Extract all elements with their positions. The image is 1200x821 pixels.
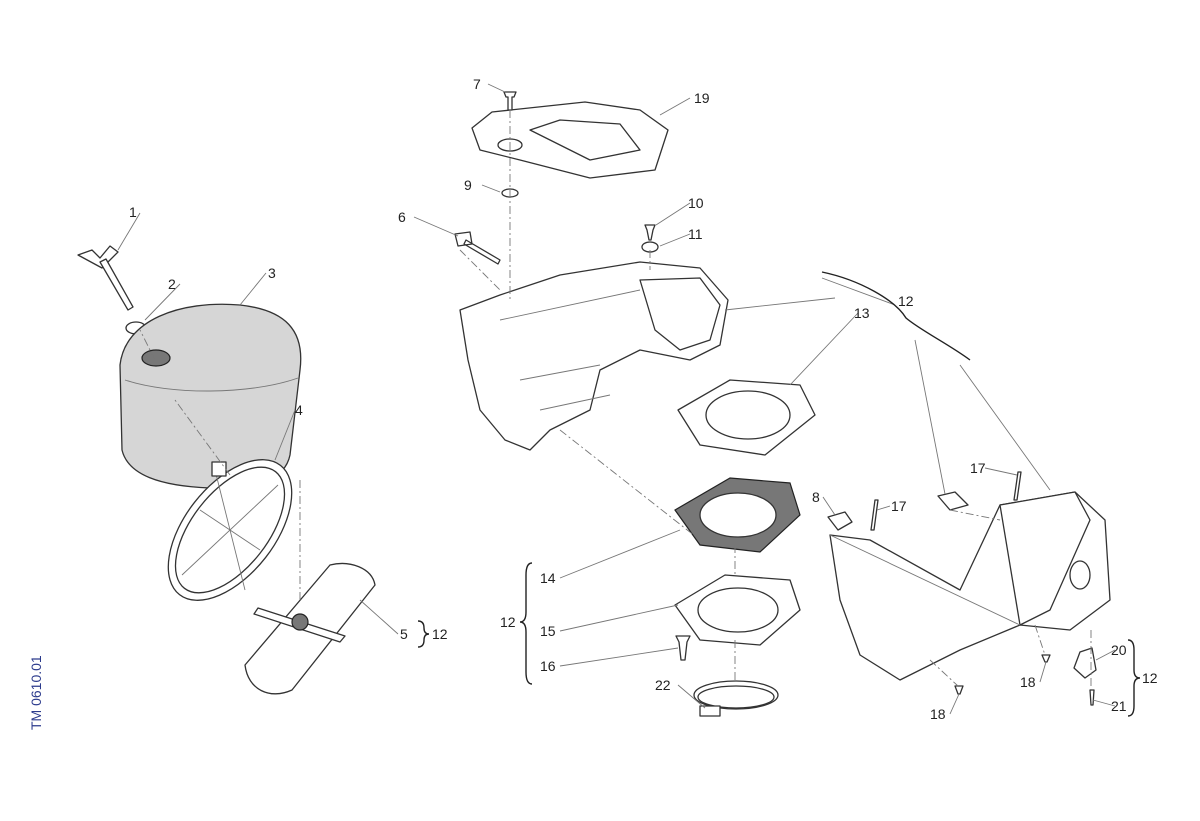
screw-part-21 xyxy=(1089,689,1095,706)
callout-5: 5 xyxy=(400,626,408,642)
callout-8: 8 xyxy=(812,489,820,505)
pin-part-17a xyxy=(870,499,879,531)
callout-12-top: 12 xyxy=(898,293,914,309)
callout-11: 11 xyxy=(688,226,703,242)
clip-part-8 xyxy=(827,511,853,531)
drawing-code: TM 0610.01 xyxy=(28,655,44,730)
callout-20: 20 xyxy=(1111,642,1127,658)
assembly-line xyxy=(139,110,1092,690)
sensor-bracket-part-20 xyxy=(1073,647,1097,679)
screw-part-18a xyxy=(1041,654,1051,663)
adapter-part-14 xyxy=(674,477,801,553)
callout-4: 4 xyxy=(295,402,303,418)
bracket-right xyxy=(1127,639,1141,717)
callout-2: 2 xyxy=(168,276,176,292)
callout-labels: 1 2 3 4 5 12 6 7 9 19 10 11 12 13 14 15 … xyxy=(129,76,1158,722)
filter-base-part xyxy=(244,562,376,695)
seal-part xyxy=(937,491,969,511)
air-filter-element-part xyxy=(119,303,302,489)
callout-10: 10 xyxy=(688,195,704,211)
callout-13: 13 xyxy=(854,305,870,321)
callout-18-right: 18 xyxy=(1020,674,1036,690)
wing-bolt-part xyxy=(77,245,134,311)
bracket-top xyxy=(821,271,971,361)
callout-1: 1 xyxy=(129,204,137,220)
callout-9: 9 xyxy=(464,177,472,193)
callout-14: 14 xyxy=(540,570,556,586)
hose-clamp-part xyxy=(693,680,779,717)
callout-3: 3 xyxy=(268,265,276,281)
bracket-left xyxy=(519,562,533,685)
screw-part xyxy=(503,91,517,111)
callout-18-bottom: 18 xyxy=(930,706,946,722)
lower-housing-part xyxy=(829,491,1111,681)
screw-part-18b xyxy=(954,685,964,695)
callout-22: 22 xyxy=(655,677,671,693)
callout-7: 7 xyxy=(473,76,481,92)
gasket-part-13 xyxy=(677,379,816,456)
callout-16: 16 xyxy=(540,658,556,674)
callout-17-right: 17 xyxy=(970,460,986,476)
callout-19: 19 xyxy=(694,90,710,106)
filter-frame-part xyxy=(167,459,293,601)
bracket-5 xyxy=(417,620,430,648)
callout-15: 15 xyxy=(540,623,556,639)
leader-lines xyxy=(117,83,1116,715)
screw-part-16 xyxy=(675,635,691,661)
top-cover-part xyxy=(471,101,669,179)
pin-part-17b xyxy=(1013,471,1022,501)
callout-21: 21 xyxy=(1111,698,1127,714)
callout-17-left: 17 xyxy=(891,498,907,514)
gasket-part-15 xyxy=(674,574,801,646)
callout-12-left: 12 xyxy=(500,614,516,630)
screw-part-10 xyxy=(644,224,656,241)
callout-12-part5: 12 xyxy=(432,626,448,642)
bolt-part-6 xyxy=(454,231,501,265)
callout-6: 6 xyxy=(398,209,406,225)
upper-housing-part xyxy=(459,261,729,451)
callout-12-right: 12 xyxy=(1142,670,1158,686)
